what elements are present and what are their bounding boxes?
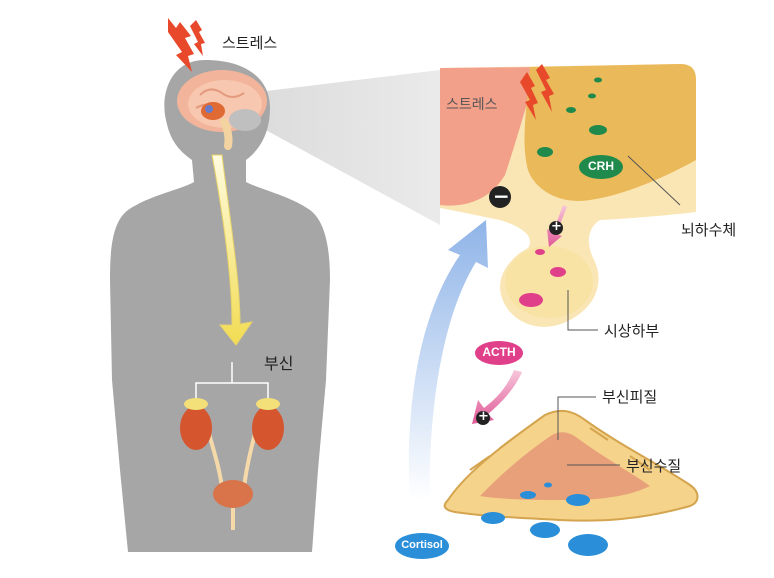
cortisol-dot-large — [568, 534, 608, 556]
cortisol-small-dots — [481, 482, 590, 538]
adrenal-medulla-region — [480, 432, 650, 500]
zoom-beam — [258, 70, 440, 225]
pituitary-region — [524, 64, 696, 201]
kidney-left — [180, 406, 212, 450]
negative-sign-text: − — [493, 184, 510, 208]
adrenal-cortex-label: 부신피질 — [602, 388, 658, 406]
negative-feedback-sign — [489, 186, 511, 208]
pituitary-leader-line — [627, 155, 681, 206]
lightning-left-icon — [168, 18, 194, 72]
crh-label: CRH — [588, 159, 614, 173]
hypothalamus-label: 시상하부 — [604, 322, 660, 340]
lightning-left-small-icon — [190, 20, 205, 56]
hypothalamus-region — [505, 246, 593, 318]
brain-to-adrenal-arrow — [211, 154, 254, 346]
lightning-right-small-icon — [536, 64, 554, 112]
adrenal-label: 부신 — [264, 354, 294, 373]
positive-sign-pituitary-text: + — [551, 219, 562, 234]
stress-label-left: 스트레스 — [222, 34, 278, 52]
adrenal-gland-section — [443, 409, 699, 522]
adrenal-cortex-leader-line — [557, 396, 596, 440]
acth-badge — [475, 341, 523, 365]
brain-inset — [440, 64, 696, 327]
stress-label-right: 스트레스 — [446, 97, 498, 113]
bladder — [213, 480, 253, 508]
adrenal-gland-right — [256, 398, 280, 410]
kidney-right — [252, 406, 284, 450]
cortisol-label: Cortisol — [401, 539, 443, 551]
pituitary-label: 뇌하수체 — [681, 221, 737, 239]
adrenal-gland-left — [184, 398, 208, 410]
acth-label: ACTH — [482, 345, 516, 359]
positive-sign-pituitary — [549, 221, 563, 235]
cortisol-feedback-arrow — [408, 220, 488, 500]
adrenal-medulla-label: 부신수질 — [626, 457, 682, 475]
positive-sign-adrenal — [476, 411, 490, 425]
lightning-right-icon — [520, 72, 538, 120]
hypothalamus-leader-line — [567, 290, 598, 331]
brain-tissue — [440, 67, 540, 206]
crh-small-dots — [537, 77, 607, 157]
cortisol-badge — [395, 533, 449, 559]
acth-small-dots — [519, 249, 566, 307]
urinary-system — [180, 398, 284, 530]
positive-sign-adrenal-text: + — [478, 409, 489, 424]
crh-badge — [579, 155, 623, 179]
acth-to-adrenal-arrow — [472, 370, 522, 424]
brain — [177, 70, 267, 150]
